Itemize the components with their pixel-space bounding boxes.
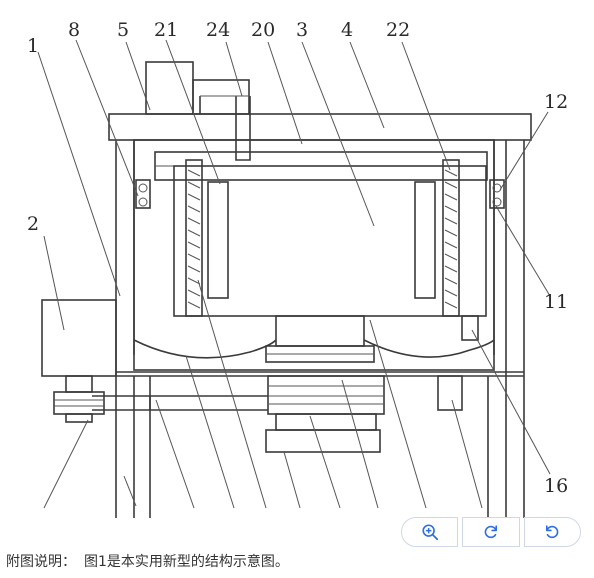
label-3: 3 bbox=[296, 19, 308, 41]
rotate-right-button[interactable] bbox=[462, 517, 520, 547]
label-2: 2 bbox=[27, 213, 39, 235]
right-block bbox=[437, 375, 463, 411]
central-support bbox=[265, 315, 375, 363]
zoom-in-icon bbox=[422, 524, 438, 541]
image-toolbar bbox=[401, 517, 581, 547]
rotate-left-button[interactable] bbox=[523, 517, 581, 547]
housing bbox=[133, 139, 495, 371]
zoom-in-button[interactable] bbox=[401, 517, 459, 547]
left-pulley bbox=[53, 375, 105, 423]
label-11: 11 bbox=[544, 291, 568, 313]
top-motor bbox=[145, 61, 250, 115]
label-8: 8 bbox=[68, 19, 80, 41]
side-motor bbox=[41, 299, 117, 377]
right-hinge bbox=[489, 179, 505, 209]
caption-text: 图1是本实用新型的结构示意图。 bbox=[84, 554, 289, 570]
label-5: 5 bbox=[117, 19, 129, 41]
leader-lines bbox=[37, 39, 551, 509]
left-hinge bbox=[135, 179, 151, 209]
structure-diagram: 1 2 3 4 5 8 11 12 16 20 21 22 24 bbox=[27, 19, 568, 518]
figure-caption: 附图说明： 图1是本实用新型的结构示意图。 bbox=[6, 551, 289, 571]
wavy-bottom bbox=[133, 339, 495, 359]
drive-belt bbox=[92, 395, 268, 411]
label-24: 24 bbox=[206, 19, 230, 41]
part-labels: 1 2 3 4 5 8 11 12 16 20 21 22 24 bbox=[27, 19, 568, 497]
label-16: 16 bbox=[544, 475, 568, 497]
label-4: 4 bbox=[341, 19, 353, 41]
rotate-clockwise-icon bbox=[484, 525, 498, 539]
right-brush bbox=[414, 159, 460, 317]
sensor-block bbox=[461, 315, 479, 341]
lower-frame bbox=[133, 376, 489, 518]
rotate-counterclockwise-icon bbox=[546, 525, 559, 539]
label-1: 1 bbox=[27, 35, 39, 57]
label-22: 22 bbox=[386, 19, 410, 41]
label-12: 12 bbox=[544, 91, 568, 113]
label-20: 20 bbox=[251, 19, 275, 41]
caption-prefix: 附图说明： bbox=[6, 554, 76, 570]
central-pulley bbox=[265, 375, 385, 453]
top-plate bbox=[108, 113, 532, 141]
left-brush bbox=[185, 159, 229, 317]
drum bbox=[173, 165, 487, 317]
label-21: 21 bbox=[154, 19, 178, 41]
